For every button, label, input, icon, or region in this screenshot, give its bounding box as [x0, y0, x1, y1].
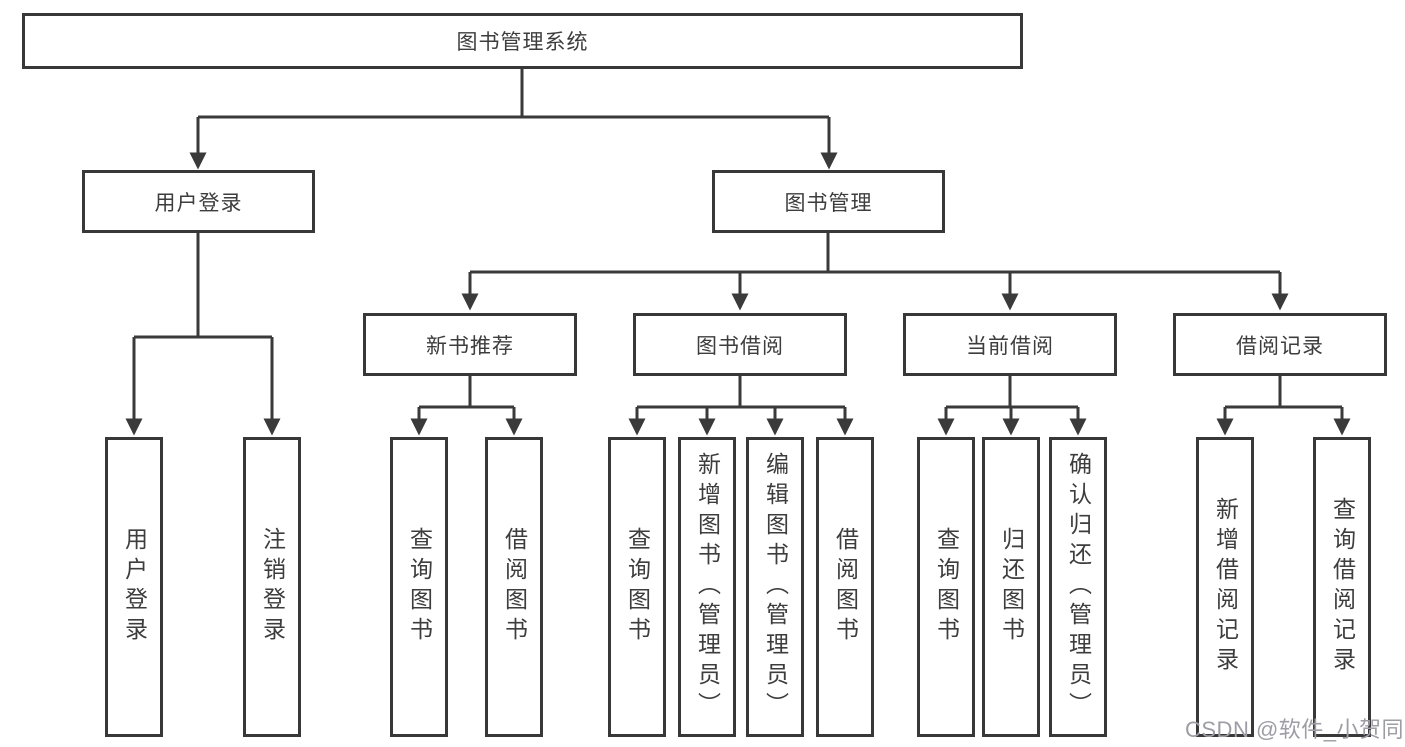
- node-new-books-label: 新书推荐: [426, 334, 514, 358]
- leaf-label: 新增借阅记录: [1212, 497, 1239, 677]
- node-book-borrow: 图书借阅: [633, 313, 847, 376]
- leaf-return-book: 归还图书: [982, 437, 1040, 737]
- leaf-label: 新增图书（管理员）: [694, 452, 721, 722]
- node-borrow-records-label: 借阅记录: [1236, 334, 1324, 358]
- node-book-management: 图书管理: [712, 170, 945, 233]
- leaf-query-books-borrow: 查询图书: [608, 437, 666, 737]
- node-book-borrow-label: 图书借阅: [696, 334, 784, 358]
- leaf-user-login: 用户登录: [105, 437, 163, 737]
- leaf-label: 查询图书: [624, 527, 651, 647]
- leaf-query-books-current: 查询图书: [917, 437, 975, 737]
- leaf-label: 确认归还（管理员）: [1065, 452, 1092, 722]
- node-root: 图书管理系统: [22, 13, 1023, 69]
- leaf-label: 用户登录: [121, 527, 148, 647]
- leaf-add-borrow-record: 新增借阅记录: [1196, 437, 1254, 737]
- leaf-edit-book-admin: 编辑图书（管理员）: [746, 437, 804, 737]
- node-new-books: 新书推荐: [363, 313, 577, 376]
- leaf-logout: 注销登录: [243, 437, 301, 737]
- node-borrow-records: 借阅记录: [1173, 313, 1387, 376]
- leaf-label: 归还图书: [998, 527, 1025, 647]
- node-current-borrow-label: 当前借阅: [966, 334, 1054, 358]
- leaf-label: 借阅图书: [501, 527, 528, 647]
- leaf-label: 查询图书: [933, 527, 960, 647]
- node-user-login: 用户登录: [82, 170, 315, 233]
- leaf-query-borrow-record: 查询借阅记录: [1313, 437, 1371, 737]
- leaf-label: 查询借阅记录: [1329, 497, 1356, 677]
- leaf-confirm-return-admin: 确认归还（管理员）: [1049, 437, 1107, 737]
- node-user-login-label: 用户登录: [154, 191, 243, 215]
- leaf-label: 借阅图书: [832, 527, 859, 647]
- leaf-borrow-books: 借阅图书: [816, 437, 874, 737]
- node-current-borrow: 当前借阅: [903, 313, 1117, 376]
- leaf-label: 注销登录: [259, 527, 286, 647]
- leaf-label: 编辑图书（管理员）: [762, 452, 789, 722]
- leaf-label: 查询图书: [406, 527, 433, 647]
- leaf-query-books-recommend: 查询图书: [390, 437, 448, 737]
- node-root-label: 图书管理系统: [456, 31, 589, 54]
- csdn-watermark: CSDN @软件_小贺同学: [1185, 717, 1405, 742]
- leaf-borrow-books-recommend: 借阅图书: [485, 437, 543, 737]
- node-book-management-label: 图书管理: [784, 191, 873, 215]
- leaf-add-book-admin: 新增图书（管理员）: [678, 437, 736, 737]
